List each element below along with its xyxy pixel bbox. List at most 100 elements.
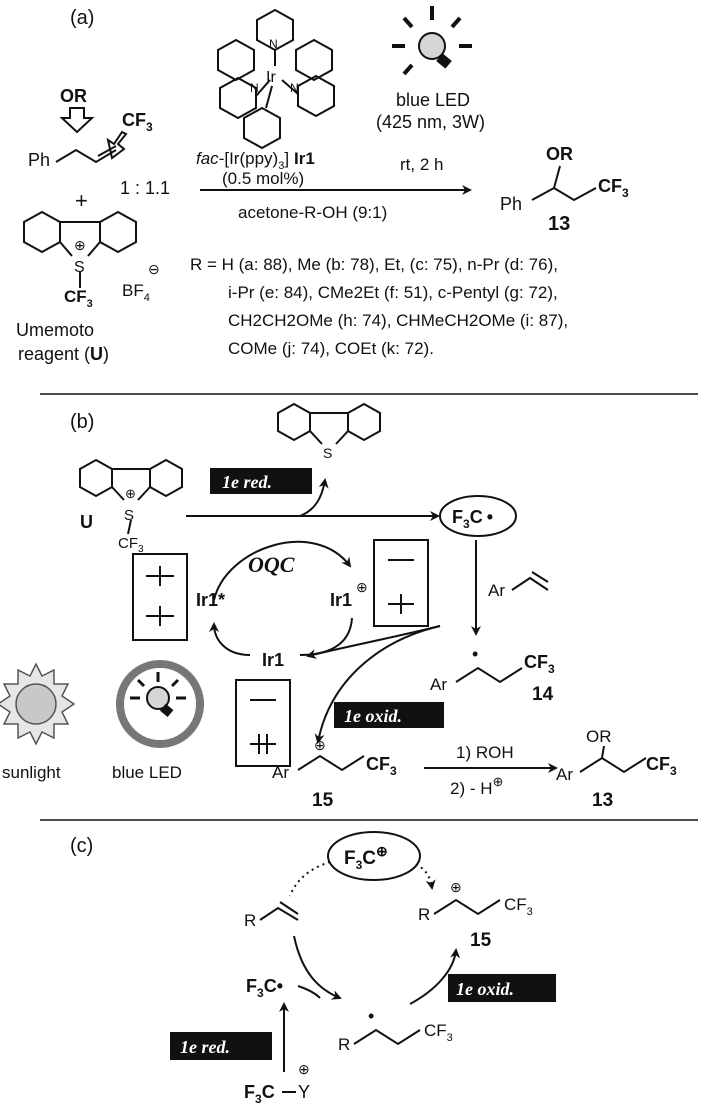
dbt-sulfur: S (323, 445, 332, 461)
svg-text:CF3: CF3 (366, 754, 397, 778)
product-ph: Ph (500, 194, 522, 214)
radical-intermediate-14: Ar • CF3 14 (430, 644, 555, 705)
cycle-arc-left (209, 622, 251, 656)
styrene-vinyl (511, 571, 549, 591)
dbt-release-arrow (299, 478, 329, 517)
catalyst-loading: (0.5 mol%) (222, 169, 304, 188)
led-detail: (425 nm, 3W) (376, 112, 485, 132)
cf3-label: CF3 (122, 110, 153, 134)
plus-sign: + (75, 188, 88, 213)
umemoto-reagent-structure (23, 210, 137, 288)
nitrogen-atom-1: N (269, 37, 278, 51)
ratio-label: 1 : 1.1 (120, 178, 170, 198)
product-number: 13 (548, 213, 570, 235)
svg-text:1e oxid.: 1e oxid. (456, 979, 514, 999)
nitrogen-atom-3: N (290, 81, 299, 95)
svg-text:Ar: Ar (272, 763, 289, 782)
svg-text:CF3: CF3 (524, 652, 555, 676)
svg-text:CF3: CF3 (424, 1021, 453, 1044)
svg-text:Ar: Ar (556, 765, 573, 784)
compound-15-number: 15 (312, 790, 334, 811)
one-electron-oxidation-tag: 1e oxid. (334, 702, 444, 728)
svg-text:1e oxid.: 1e oxid. (344, 706, 402, 726)
y-charge: ⊕ (298, 1061, 310, 1077)
cation-15-c: R ⊕ CF3 15 (418, 879, 533, 951)
or-open-arrow (59, 107, 95, 134)
y-group: Y (298, 1082, 310, 1102)
svg-text:CF3: CF3 (646, 754, 677, 778)
orbital-box-excited (132, 553, 188, 641)
radical-intermediate-c: R • CF3 (338, 1006, 453, 1054)
ir-regeneration-arrow (306, 625, 441, 659)
u-charge: ⊕ (125, 486, 136, 501)
radical-addition-arrow (293, 935, 342, 1000)
blue-led-label: blue LED (112, 763, 182, 782)
panel-c-label: (c) (70, 835, 93, 857)
f3c-y-precursor: F3C (244, 1082, 275, 1106)
product-cf3: CF3 (598, 176, 629, 200)
ir1-oxidized-charge: ⊕ (356, 579, 368, 595)
bf4-charge: ⊖ (148, 261, 160, 277)
step-1-label: 1) ROH (456, 743, 514, 762)
panel-b-label: (b) (70, 411, 94, 433)
reagent-name-line2: reagent (U) (18, 344, 109, 364)
svg-text:OR: OR (586, 727, 612, 746)
sulfur-atom: S (74, 259, 85, 276)
compound-15-number-c: 15 (470, 930, 492, 951)
svg-text:Ar: Ar (430, 675, 447, 694)
oxidation-arrow (314, 625, 441, 744)
one-electron-oxidation-tag-c: 1e oxid. (448, 974, 556, 1002)
alkene-bonds (259, 901, 299, 921)
f3c-radical-oval (439, 495, 517, 537)
styrene-ar: Ar (488, 581, 505, 600)
cycle-arc-top (213, 540, 352, 601)
ir1-oxidized: Ir1 (330, 590, 352, 610)
oqc-label: OQC (248, 552, 295, 577)
orbital-box-ground (235, 679, 291, 767)
product-or: OR (546, 144, 573, 164)
nitrogen-atom-2: N (250, 81, 259, 95)
orbital-box-oxidized (373, 539, 429, 627)
sunlight-label: sunlight (2, 763, 61, 782)
r-line-2: i-Pr (e: 84), CMe2Et (f: 51), c-Pentyl (… (228, 283, 558, 302)
cation-intermediate-15: Ar ⊕ CF3 15 (272, 737, 397, 811)
bf4-counterion: BF4 (122, 281, 150, 304)
r-line-4: COMe (j: 74), COEt (k: 72). (228, 339, 434, 358)
radical-join-arrow (297, 985, 321, 999)
conditions-label: rt, 2 h (400, 155, 443, 174)
svg-text:•: • (368, 1006, 374, 1026)
svg-text:⊕: ⊕ (450, 879, 462, 895)
reagent-name-line1: Umemoto (16, 320, 94, 340)
styrene-substrate: OR CF3 Ph (28, 86, 153, 170)
u-label: U (80, 512, 93, 532)
led-label: blue LED (396, 90, 470, 110)
svg-text:•: • (472, 644, 478, 664)
sulfonium-charge: ⊕ (74, 237, 86, 253)
f3c-radical: F3C• (452, 507, 493, 531)
light-bulb-icon (392, 6, 472, 76)
f3c-cation: F3C⊕ (344, 843, 388, 872)
product-13-b: OR Ar CF3 13 (556, 727, 677, 811)
r-line-1: R = H (a: 88), Me (b: 78), Et, (c: 75), … (190, 255, 558, 274)
step-2-label: 2) - H⊕ (450, 774, 503, 798)
blue-led-icon (116, 660, 204, 748)
sunlight-icon (0, 662, 76, 746)
direct-path-dotted-left (289, 861, 331, 897)
svg-text:R: R (338, 1035, 350, 1054)
ir1-ground: Ir1 (262, 650, 284, 670)
one-electron-reduction-tag: 1e red. (210, 468, 312, 494)
compound-14-number: 14 (532, 684, 554, 705)
ir-ppy3-structure (217, 8, 335, 150)
solvent-label: acetone-R-OH (9:1) (238, 203, 387, 222)
iridium-atom: Ir (266, 69, 276, 86)
ir1-excited: Ir1* (196, 590, 225, 610)
product-bonds (531, 165, 597, 202)
oxidation-up-arrow (409, 948, 461, 1005)
styrene-bonds (55, 145, 117, 164)
compound-13-number: 13 (592, 790, 613, 811)
svg-text:CF3: CF3 (504, 895, 533, 918)
u-sulfur: S (124, 507, 134, 524)
reagent-cf3: CF3 (64, 287, 93, 310)
